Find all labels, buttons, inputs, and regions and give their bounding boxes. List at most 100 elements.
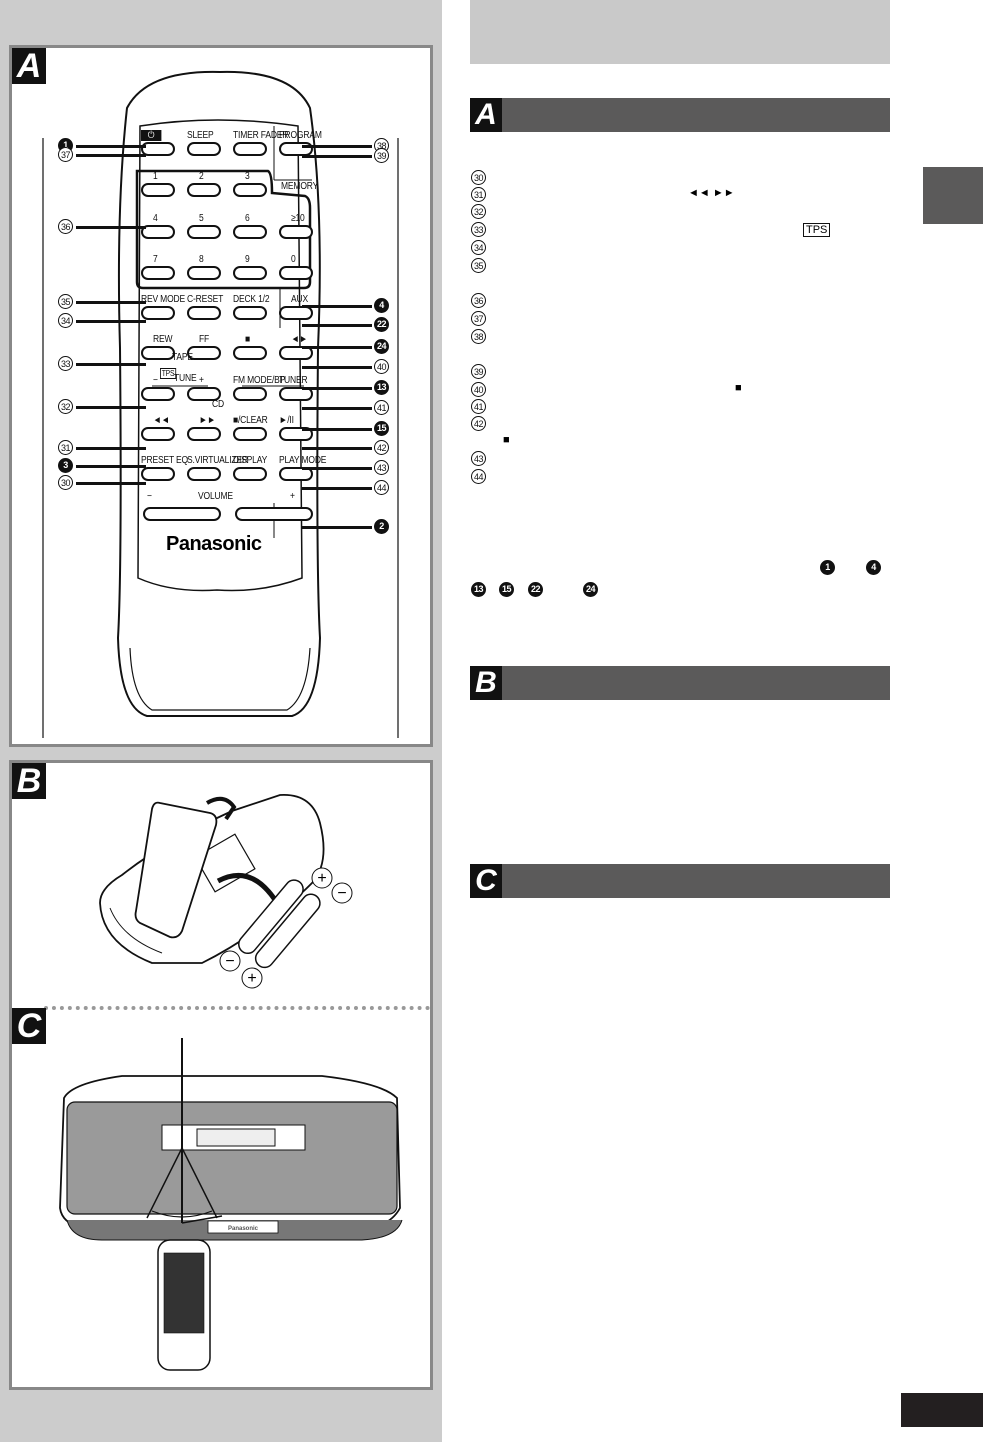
remote-button-rev-mode[interactable] bbox=[141, 306, 175, 320]
leader-line bbox=[76, 320, 146, 323]
remote-button-[interactable] bbox=[141, 142, 175, 156]
battery-minus-symbol: − bbox=[225, 953, 234, 970]
battery-installation-illustration: + − − + bbox=[99, 794, 353, 989]
remote-button-7[interactable] bbox=[141, 266, 175, 280]
leader-line bbox=[302, 145, 372, 148]
memory-label: MEMORY bbox=[281, 181, 319, 192]
remote-button-[interactable] bbox=[233, 346, 267, 360]
remote-button-label: + bbox=[199, 375, 204, 386]
remote-button-label: 5 bbox=[199, 213, 204, 224]
leader-line bbox=[302, 346, 372, 349]
reference-callout-15: 15 bbox=[499, 582, 514, 597]
remote-button-clear[interactable] bbox=[233, 427, 267, 441]
remote-button-8[interactable] bbox=[187, 266, 221, 280]
skip-symbols-icon: ◄◄ ►► bbox=[688, 187, 735, 199]
remote-button-play-mode[interactable] bbox=[279, 467, 313, 481]
figure-b-letter: B bbox=[12, 763, 46, 799]
remote-button-label: PRESET EQ bbox=[141, 455, 188, 466]
remote-button-timer-fader[interactable] bbox=[233, 142, 267, 156]
remote-button-s-virtualizer[interactable] bbox=[187, 467, 221, 481]
volume-plus-label: + bbox=[290, 491, 295, 502]
leader-line bbox=[302, 387, 372, 390]
tape-group-label: TAPE bbox=[172, 352, 193, 363]
leader-line bbox=[76, 301, 146, 304]
battery-plus-symbol: + bbox=[317, 870, 326, 887]
tps-badge: TPS bbox=[160, 368, 177, 379]
callout-13: 13 bbox=[374, 380, 389, 395]
callout-35: 35 bbox=[58, 294, 73, 309]
leader-line bbox=[302, 324, 372, 327]
item-number-30: 30 bbox=[471, 170, 486, 185]
callout-41: 41 bbox=[374, 400, 389, 415]
stereo-unit-illustration: Panasonic bbox=[59, 1038, 403, 1371]
item-number-33: 33 bbox=[471, 222, 486, 237]
remote-button-tuner[interactable] bbox=[279, 387, 313, 401]
item-number-32: 32 bbox=[471, 204, 486, 219]
callout-15: 15 bbox=[374, 421, 389, 436]
remote-button-[interactable] bbox=[279, 346, 313, 360]
remote-button-label: ■ bbox=[245, 334, 250, 345]
item-number-34: 34 bbox=[471, 240, 486, 255]
item-number-44: 44 bbox=[471, 469, 486, 484]
item-number-39: 39 bbox=[471, 364, 486, 379]
stop-symbol-icon: ■ bbox=[735, 382, 742, 394]
remote-button-preset-eq[interactable] bbox=[141, 467, 175, 481]
figure-c-letter: C bbox=[12, 1008, 46, 1044]
leader-line bbox=[76, 447, 146, 450]
remote-button-deck-1-2[interactable] bbox=[233, 306, 267, 320]
remote-button-5[interactable] bbox=[187, 225, 221, 239]
cd-group-label: CD bbox=[212, 399, 224, 410]
callout-22: 22 bbox=[374, 317, 389, 332]
section-a-letter: A bbox=[470, 98, 502, 132]
reference-callout-22: 22 bbox=[528, 582, 543, 597]
remote-button-label: ≥10 bbox=[291, 213, 305, 224]
volume-up-button[interactable] bbox=[235, 507, 313, 521]
remote-button-4[interactable] bbox=[141, 225, 175, 239]
remote-button-10[interactable] bbox=[279, 225, 313, 239]
remote-button-rew[interactable] bbox=[141, 346, 175, 360]
volume-down-button[interactable] bbox=[143, 507, 221, 521]
leader-line bbox=[76, 226, 146, 229]
callout-30: 30 bbox=[58, 475, 73, 490]
remote-button-sleep[interactable] bbox=[187, 142, 221, 156]
remote-button-[interactable] bbox=[187, 427, 221, 441]
item-number-43: 43 bbox=[471, 451, 486, 466]
page-header-box bbox=[470, 0, 890, 64]
remote-button-0[interactable] bbox=[279, 266, 313, 280]
section-c-letter: C bbox=[470, 864, 502, 898]
remote-button-fm-mode-bp[interactable] bbox=[233, 387, 267, 401]
leader-line bbox=[76, 465, 146, 468]
remote-button-2[interactable] bbox=[187, 183, 221, 197]
callout-34: 34 bbox=[58, 313, 73, 328]
remote-button-label: SLEEP bbox=[187, 130, 214, 141]
remote-button-[interactable] bbox=[141, 387, 175, 401]
remote-button-label: 1 bbox=[153, 171, 158, 182]
remote-button-c-reset[interactable] bbox=[187, 306, 221, 320]
remote-button-label: 3 bbox=[245, 171, 250, 182]
remote-button-ff[interactable] bbox=[187, 346, 221, 360]
remote-button-aux[interactable] bbox=[279, 306, 313, 320]
section-a-header: A bbox=[470, 98, 890, 132]
remote-button-[interactable] bbox=[187, 387, 221, 401]
remote-button-3[interactable] bbox=[233, 183, 267, 197]
remote-button-label: ►► bbox=[199, 415, 216, 426]
remote-button-label: TIMER FADER bbox=[233, 130, 289, 141]
remote-button-label: ►/II bbox=[279, 415, 294, 426]
remote-button-label: 4 bbox=[153, 213, 158, 224]
remote-button-[interactable] bbox=[141, 427, 175, 441]
leader-line bbox=[302, 428, 372, 431]
remote-button-label: 2 bbox=[199, 171, 204, 182]
remote-button-label: DISPLAY bbox=[233, 455, 268, 466]
figure-bc-panel: B + − − + C Panasonic bbox=[9, 760, 433, 1390]
language-side-tab bbox=[923, 167, 983, 224]
item-number-36: 36 bbox=[471, 293, 486, 308]
callout-40: 40 bbox=[374, 359, 389, 374]
figure-a-letter: A bbox=[12, 48, 46, 84]
remote-button-6[interactable] bbox=[233, 225, 267, 239]
remote-button-display[interactable] bbox=[233, 467, 267, 481]
remote-button-9[interactable] bbox=[233, 266, 267, 280]
volume-label: VOLUME bbox=[198, 491, 233, 502]
callout-33: 33 bbox=[58, 356, 73, 371]
remote-button-1[interactable] bbox=[141, 183, 175, 197]
